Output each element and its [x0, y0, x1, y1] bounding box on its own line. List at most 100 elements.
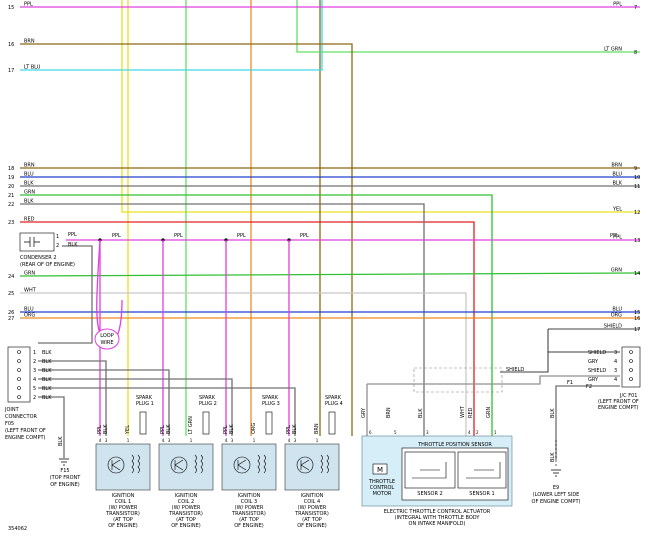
yel-wire-row-12	[121, 0, 640, 213]
joint-pin-num: 4	[33, 377, 36, 383]
jc-pin-num: 3	[614, 350, 617, 356]
spark-plug-label: SPARK	[136, 395, 153, 401]
spark-plug-4-icon	[328, 411, 336, 435]
blk-ground-coil-1	[38, 360, 107, 436]
right-row-num: 8	[634, 50, 637, 56]
coil-wire-label: PPL	[160, 425, 166, 434]
condenser-pin-2-wire: BLK	[68, 242, 78, 248]
tps-footer-3: ON INTAKE MANIFOLD)	[409, 521, 466, 527]
wht-wire-row-25	[20, 292, 467, 436]
joint-connector-location: (LEFT FRONT OF	[5, 428, 46, 434]
coil-winding-icon	[131, 454, 140, 474]
grn-wire-row-21	[20, 194, 493, 436]
right-row-wire-label: SHIELD	[604, 324, 622, 330]
joint-connector-id: F05	[5, 421, 14, 427]
ltgrn-wire-row-8	[296, 0, 640, 53]
joint-pin-dot	[17, 368, 21, 372]
joint-connector-location-2: ENGINE COMPT)	[5, 435, 46, 441]
figure-id: 354062	[8, 526, 27, 532]
right-row-wire-label: PPL	[613, 235, 622, 241]
left-row-num: 15	[8, 5, 14, 11]
tps-wire-label: BRN	[386, 407, 392, 418]
coil-name: IGNITION	[175, 493, 198, 499]
motor-label-3: MOTOR	[373, 491, 392, 497]
right-row-wire-label: YEL	[612, 207, 622, 213]
coil-pin-num: 4	[225, 438, 228, 443]
right-row-wire-label: GRN	[611, 268, 622, 274]
joint-pin-num: 5	[33, 386, 36, 392]
tps-pin-num: 3	[426, 430, 429, 435]
blk-wire-to-e9	[555, 385, 620, 460]
coil-sub-4: OF ENGINE)	[171, 523, 201, 529]
left-row-num: 21	[8, 193, 14, 199]
blk-ground-coil-3	[38, 378, 233, 436]
coil-wire-label: LT GRN	[188, 416, 194, 434]
coil-wire-label: YEL	[125, 425, 131, 435]
joint-pin-dot	[17, 377, 21, 381]
coil-winding-icon	[257, 454, 266, 474]
left-row-wire-label: BLK	[24, 181, 34, 187]
motor-symbol: M	[377, 466, 383, 474]
left-row-wire-label: LT BLU	[24, 65, 41, 71]
left-row-num: 23	[8, 220, 14, 226]
jc-pin-dot	[629, 377, 633, 381]
right-row-wire-label: LT GRN	[604, 47, 622, 53]
coil-winding-icon	[320, 454, 329, 474]
shield-dashed-box	[413, 367, 503, 393]
ignition-coil-1-box	[95, 443, 151, 491]
ppl-bus-label: PPL	[112, 233, 121, 239]
jc-pin-num: 4	[614, 359, 617, 365]
spark-plug-number: PLUG 1	[136, 401, 154, 407]
left-row-num: 16	[8, 42, 14, 48]
right-row-num: 13	[634, 238, 640, 244]
coil-sub-1: (W/ POWER	[235, 505, 264, 511]
joint-pin-wire: BLK	[42, 377, 52, 383]
tps-pin-num: 5	[394, 430, 397, 435]
f15-wire-label: BLK	[58, 436, 64, 446]
coil-pin-num: 4	[288, 438, 291, 443]
ppl-bus-label: PPL	[174, 233, 183, 239]
coil-sub-4: OF ENGINE)	[234, 523, 264, 529]
right-row-wire-label: ORG	[611, 313, 622, 319]
tps-pin-num: 2	[476, 430, 479, 435]
tps-wire-label: WHT	[460, 405, 466, 418]
left-row-num: 18	[8, 166, 14, 172]
coil-sub-4: OF ENGINE)	[297, 523, 327, 529]
right-row-num: 16	[634, 316, 640, 322]
coil-pin-num: 3	[231, 438, 234, 443]
right-row-num: 12	[634, 210, 640, 216]
coil-sub-3: (AT TOP	[176, 517, 196, 523]
coil-wire-label: BLK	[292, 424, 298, 434]
right-row-wire-label: BRN	[611, 163, 622, 169]
tps-pin-num: 1	[494, 430, 497, 435]
left-row-wire-label: RED	[24, 217, 35, 223]
blk-ground-coil-4	[38, 387, 296, 436]
transistor-symbol-icon	[300, 459, 310, 471]
joint-pin-wire: BLK	[42, 350, 52, 356]
coil-name: IGNITION	[301, 493, 324, 499]
coil-sub-2: TRANSISTOR)	[231, 511, 266, 517]
loop-wire-label-2: WIRE	[100, 340, 113, 346]
joint-pin-dot	[17, 350, 21, 354]
right-row-num: 10	[634, 175, 640, 181]
joint-pin-num: 1	[33, 350, 36, 356]
jc-id: J/C F01	[619, 393, 637, 399]
coil-wire-label: PPL	[223, 425, 229, 434]
jc-pin-wire: SHIELD	[588, 350, 606, 356]
tps-pin-num: 4	[468, 430, 471, 435]
joint-connector-title: JOINT	[4, 407, 20, 413]
coil-wire-label: ORG	[251, 423, 257, 434]
coil-pin-num: 4	[162, 438, 165, 443]
coil-sub-2: TRANSISTOR)	[168, 511, 203, 517]
left-row-num: 24	[8, 274, 14, 280]
right-row-num: 7	[634, 5, 637, 11]
left-row-num: 19	[8, 175, 14, 181]
joint-connector-title-2: CONNECTOR	[5, 414, 38, 420]
jc-pin-dot	[629, 350, 633, 354]
ignition-coil-4-box	[284, 443, 340, 491]
tps-wire-label: RED	[468, 407, 474, 418]
jc-pin-dot	[629, 368, 633, 372]
condenser-pin-2: 2	[56, 243, 59, 249]
blk-wire-row-22	[20, 203, 425, 436]
